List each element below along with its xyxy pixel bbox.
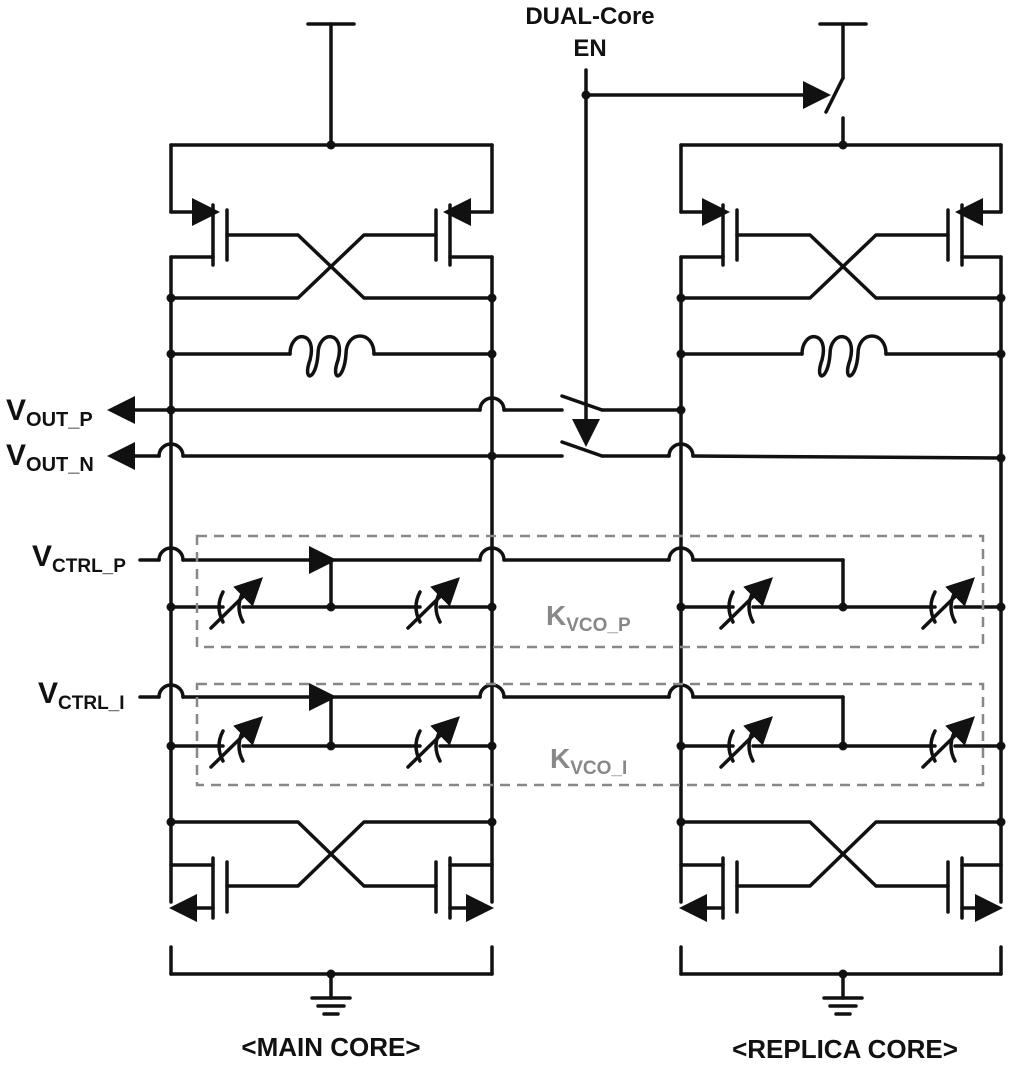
dual-core-en-control (572, 68, 831, 447)
vctrl-i-label: VCTRL_I (38, 677, 125, 714)
kvco-p-label: KVCO_P (546, 600, 631, 636)
vctrl-p-label: VCTRL_P (32, 540, 126, 577)
vout-p-label: VOUT_P (6, 394, 93, 431)
dual-core-en-label-2: EN (573, 35, 606, 62)
vctrl-i-net (138, 683, 1006, 769)
main-core-label: <MAIN CORE> (241, 1032, 420, 1062)
replica-core (676, 22, 1006, 1016)
vout-n-label: VOUT_N (6, 439, 94, 476)
dual-core-en-label: DUAL-Core (525, 3, 654, 30)
replica-core-label: <REPLICA CORE> (732, 1034, 958, 1064)
vctrl-p-net (138, 546, 1006, 630)
vout-p-net (107, 394, 686, 424)
vout-n-net (107, 440, 1006, 470)
kvco-i-label: KVCO_I (550, 743, 627, 779)
main-core (166, 22, 497, 1016)
kvco-i-box (195, 682, 985, 787)
kvco-p-box (195, 534, 985, 649)
